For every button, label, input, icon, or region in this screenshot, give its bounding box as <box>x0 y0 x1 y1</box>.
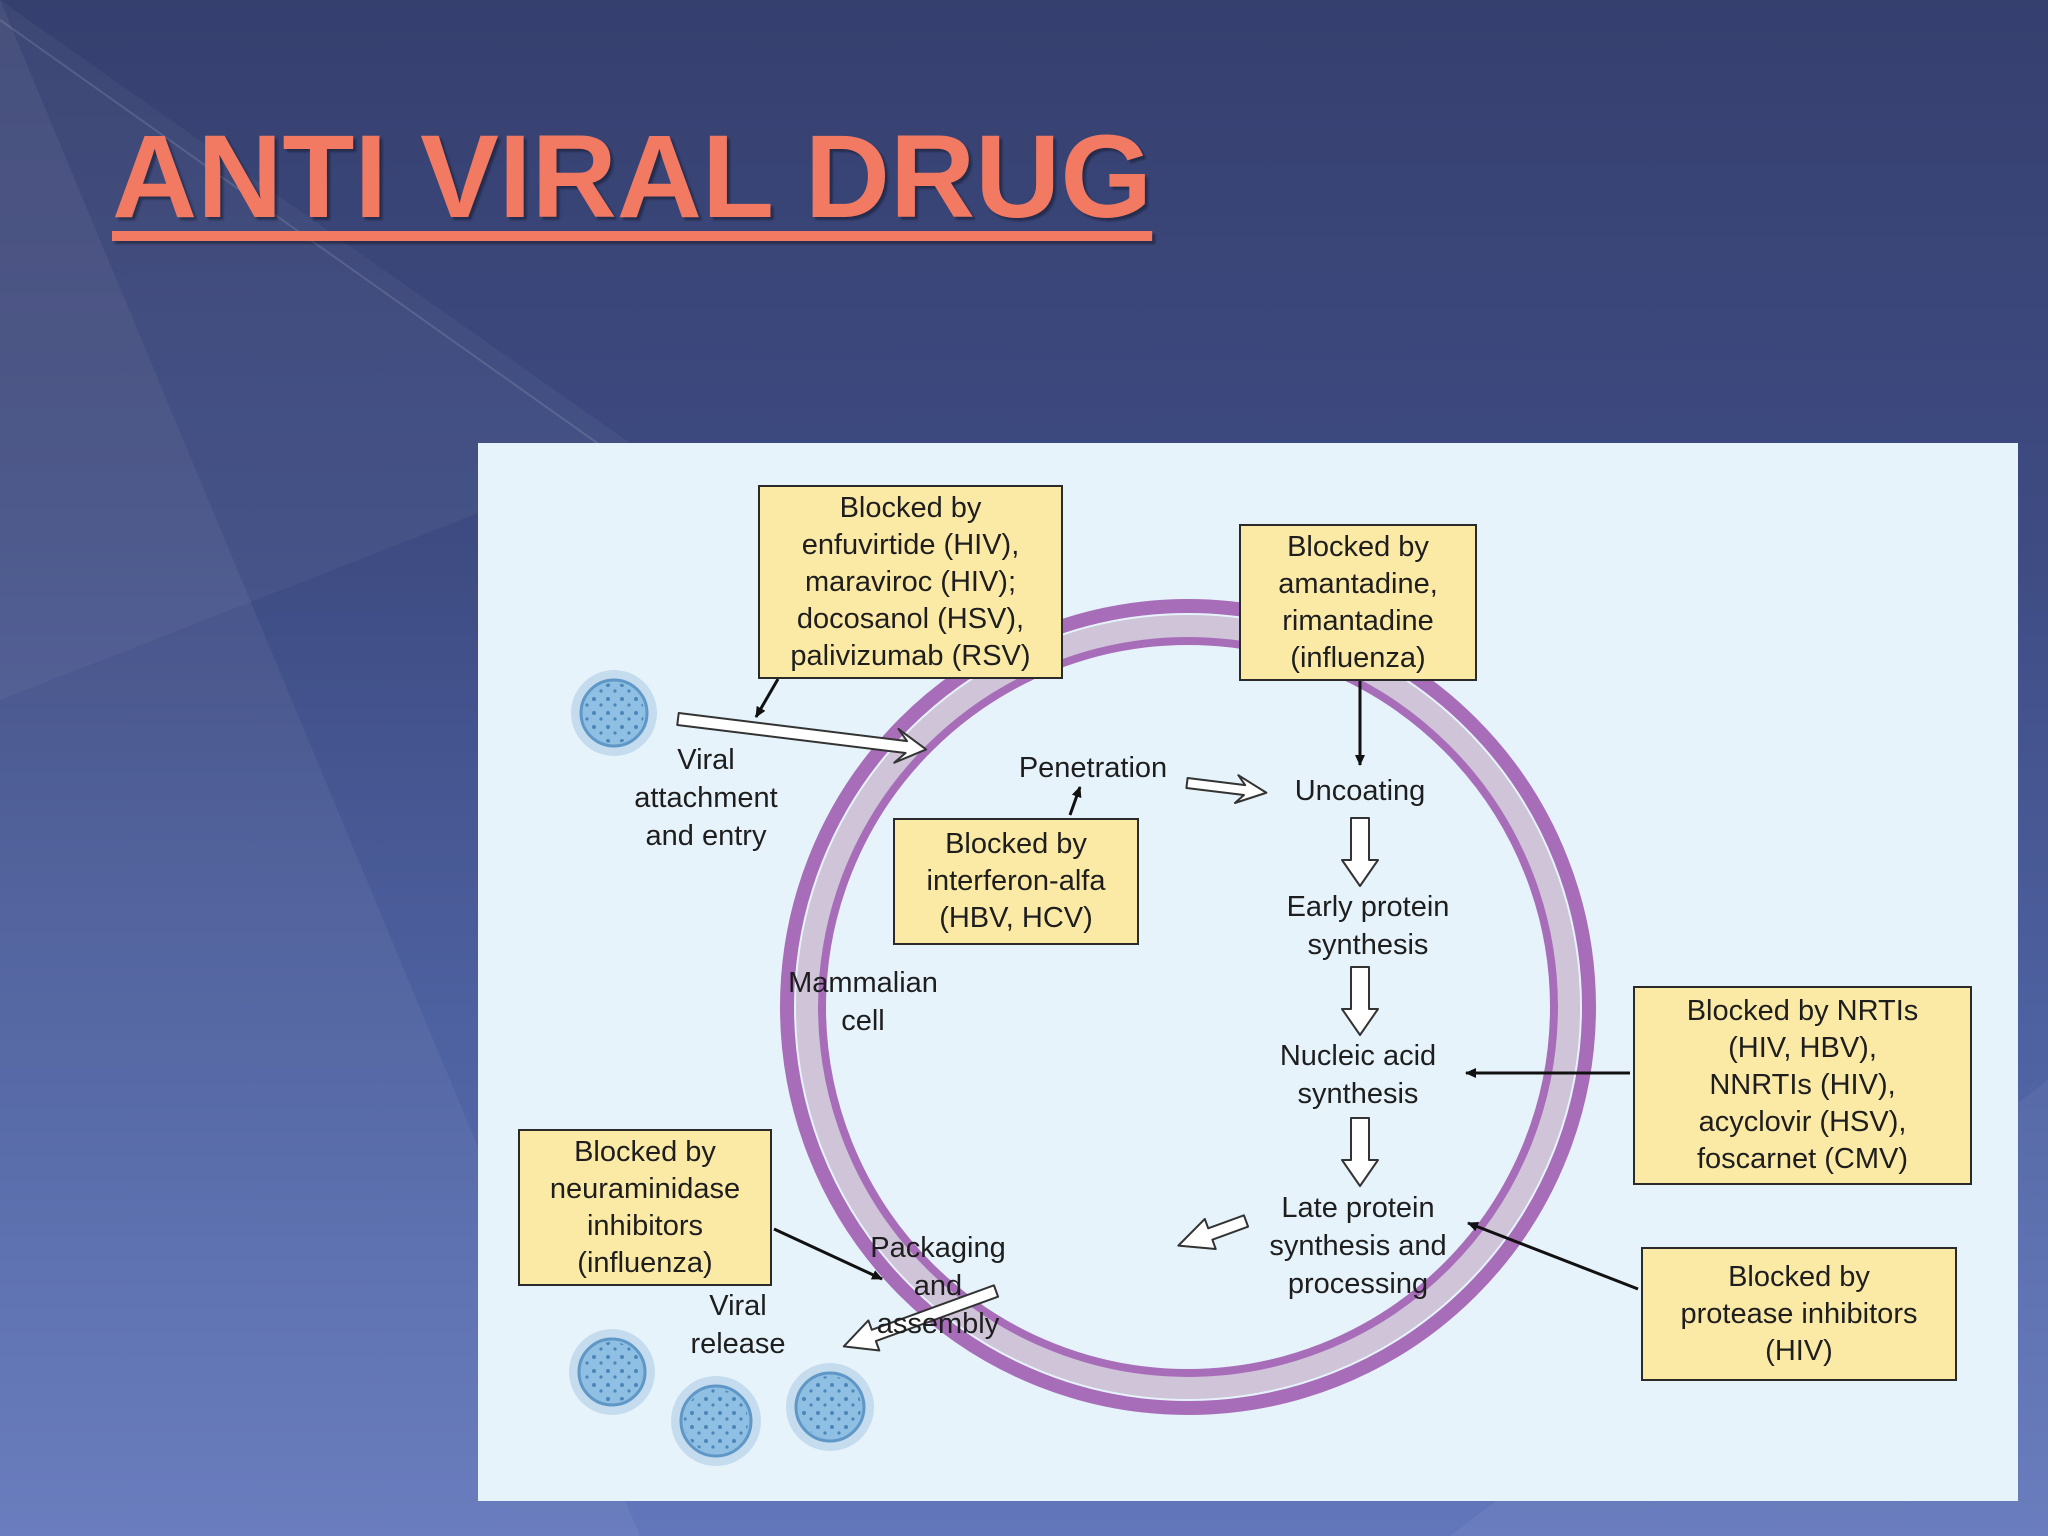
block-text-release: Blocked by neuraminidase inhibitors (inf… <box>549 1135 741 1279</box>
block-box-release: Blocked by neuraminidase inhibitors (inf… <box>518 1129 772 1286</box>
step-label-uncoating: Uncoating <box>1294 775 1426 807</box>
step-label-nucleic-acid: Nucleic acid synthesis <box>1279 1040 1437 1110</box>
step-label-attachment: Viral attachment and entry <box>634 744 778 852</box>
virus-particle-release-2 <box>671 1376 761 1466</box>
inhibit-arrow-late-protein <box>1467 1221 1639 1291</box>
step-label-penetration: Penetration <box>1018 752 1168 784</box>
arrow-early-protein-to-nucleic-acid <box>1341 966 1379 1036</box>
step-label-release: Viral release <box>690 1290 786 1360</box>
virus-particle-release-3 <box>786 1363 874 1451</box>
block-text-nucleic-acid: Blocked by NRTIs (HIV, HBV), NNRTIs (HIV… <box>1686 995 1919 1175</box>
arrow-attachment-to-penetration <box>676 712 928 764</box>
inhibit-arrow-release <box>773 1227 883 1281</box>
block-box-entry: Blocked by enfuvirtide (HIV), maraviroc … <box>758 485 1063 679</box>
arrow-uncoating-to-early-protein <box>1341 817 1379 887</box>
arrow-nucleic-acid-to-late-protein <box>1341 1117 1379 1187</box>
block-box-uncoating: Blocked by amantadine, rimantadine (infl… <box>1239 524 1477 681</box>
step-label-early-protein: Early protein synthesis <box>1286 891 1450 961</box>
slide-title: ANTI VIRAL DRUG <box>112 111 1153 243</box>
arrow-penetration-to-uncoating <box>1185 774 1268 804</box>
diagram-graphics <box>569 599 1639 1466</box>
block-box-nucleic-acid: Blocked by NRTIs (HIV, HBV), NNRTIs (HIV… <box>1633 986 1972 1185</box>
step-label-packaging: Packaging and assembly <box>870 1232 1006 1340</box>
block-text-uncoating: Blocked by amantadine, rimantadine (infl… <box>1278 530 1438 674</box>
step-label-late-protein: Late protein synthesis and processing <box>1269 1192 1447 1300</box>
cell-membrane <box>780 599 1596 1415</box>
block-box-penetration: Blocked by interferon-alfa (HBV, HCV) <box>893 818 1139 945</box>
block-text-late-protein: Blocked by protease inhibitors (HIV) <box>1680 1260 1918 1367</box>
virus-particle-release-1 <box>569 1329 655 1415</box>
inhibit-arrow-penetration <box>1068 786 1082 816</box>
block-box-late-protein: Blocked by protease inhibitors (HIV) <box>1641 1247 1957 1381</box>
cell-label: Mammalian cell <box>788 967 938 1037</box>
antiviral-diagram: Viral attachment and entry Penetration U… <box>478 443 2018 1501</box>
block-text-penetration: Blocked by interferon-alfa (HBV, HCV) <box>926 828 1106 934</box>
block-text-entry: Blocked by enfuvirtide (HIV), maraviroc … <box>790 491 1031 672</box>
inhibit-arrow-entry <box>754 678 780 718</box>
virus-particle-entry <box>571 670 657 756</box>
arrow-late-protein-to-packaging <box>1177 1214 1250 1251</box>
arrow-packaging-to-release <box>842 1284 1000 1352</box>
